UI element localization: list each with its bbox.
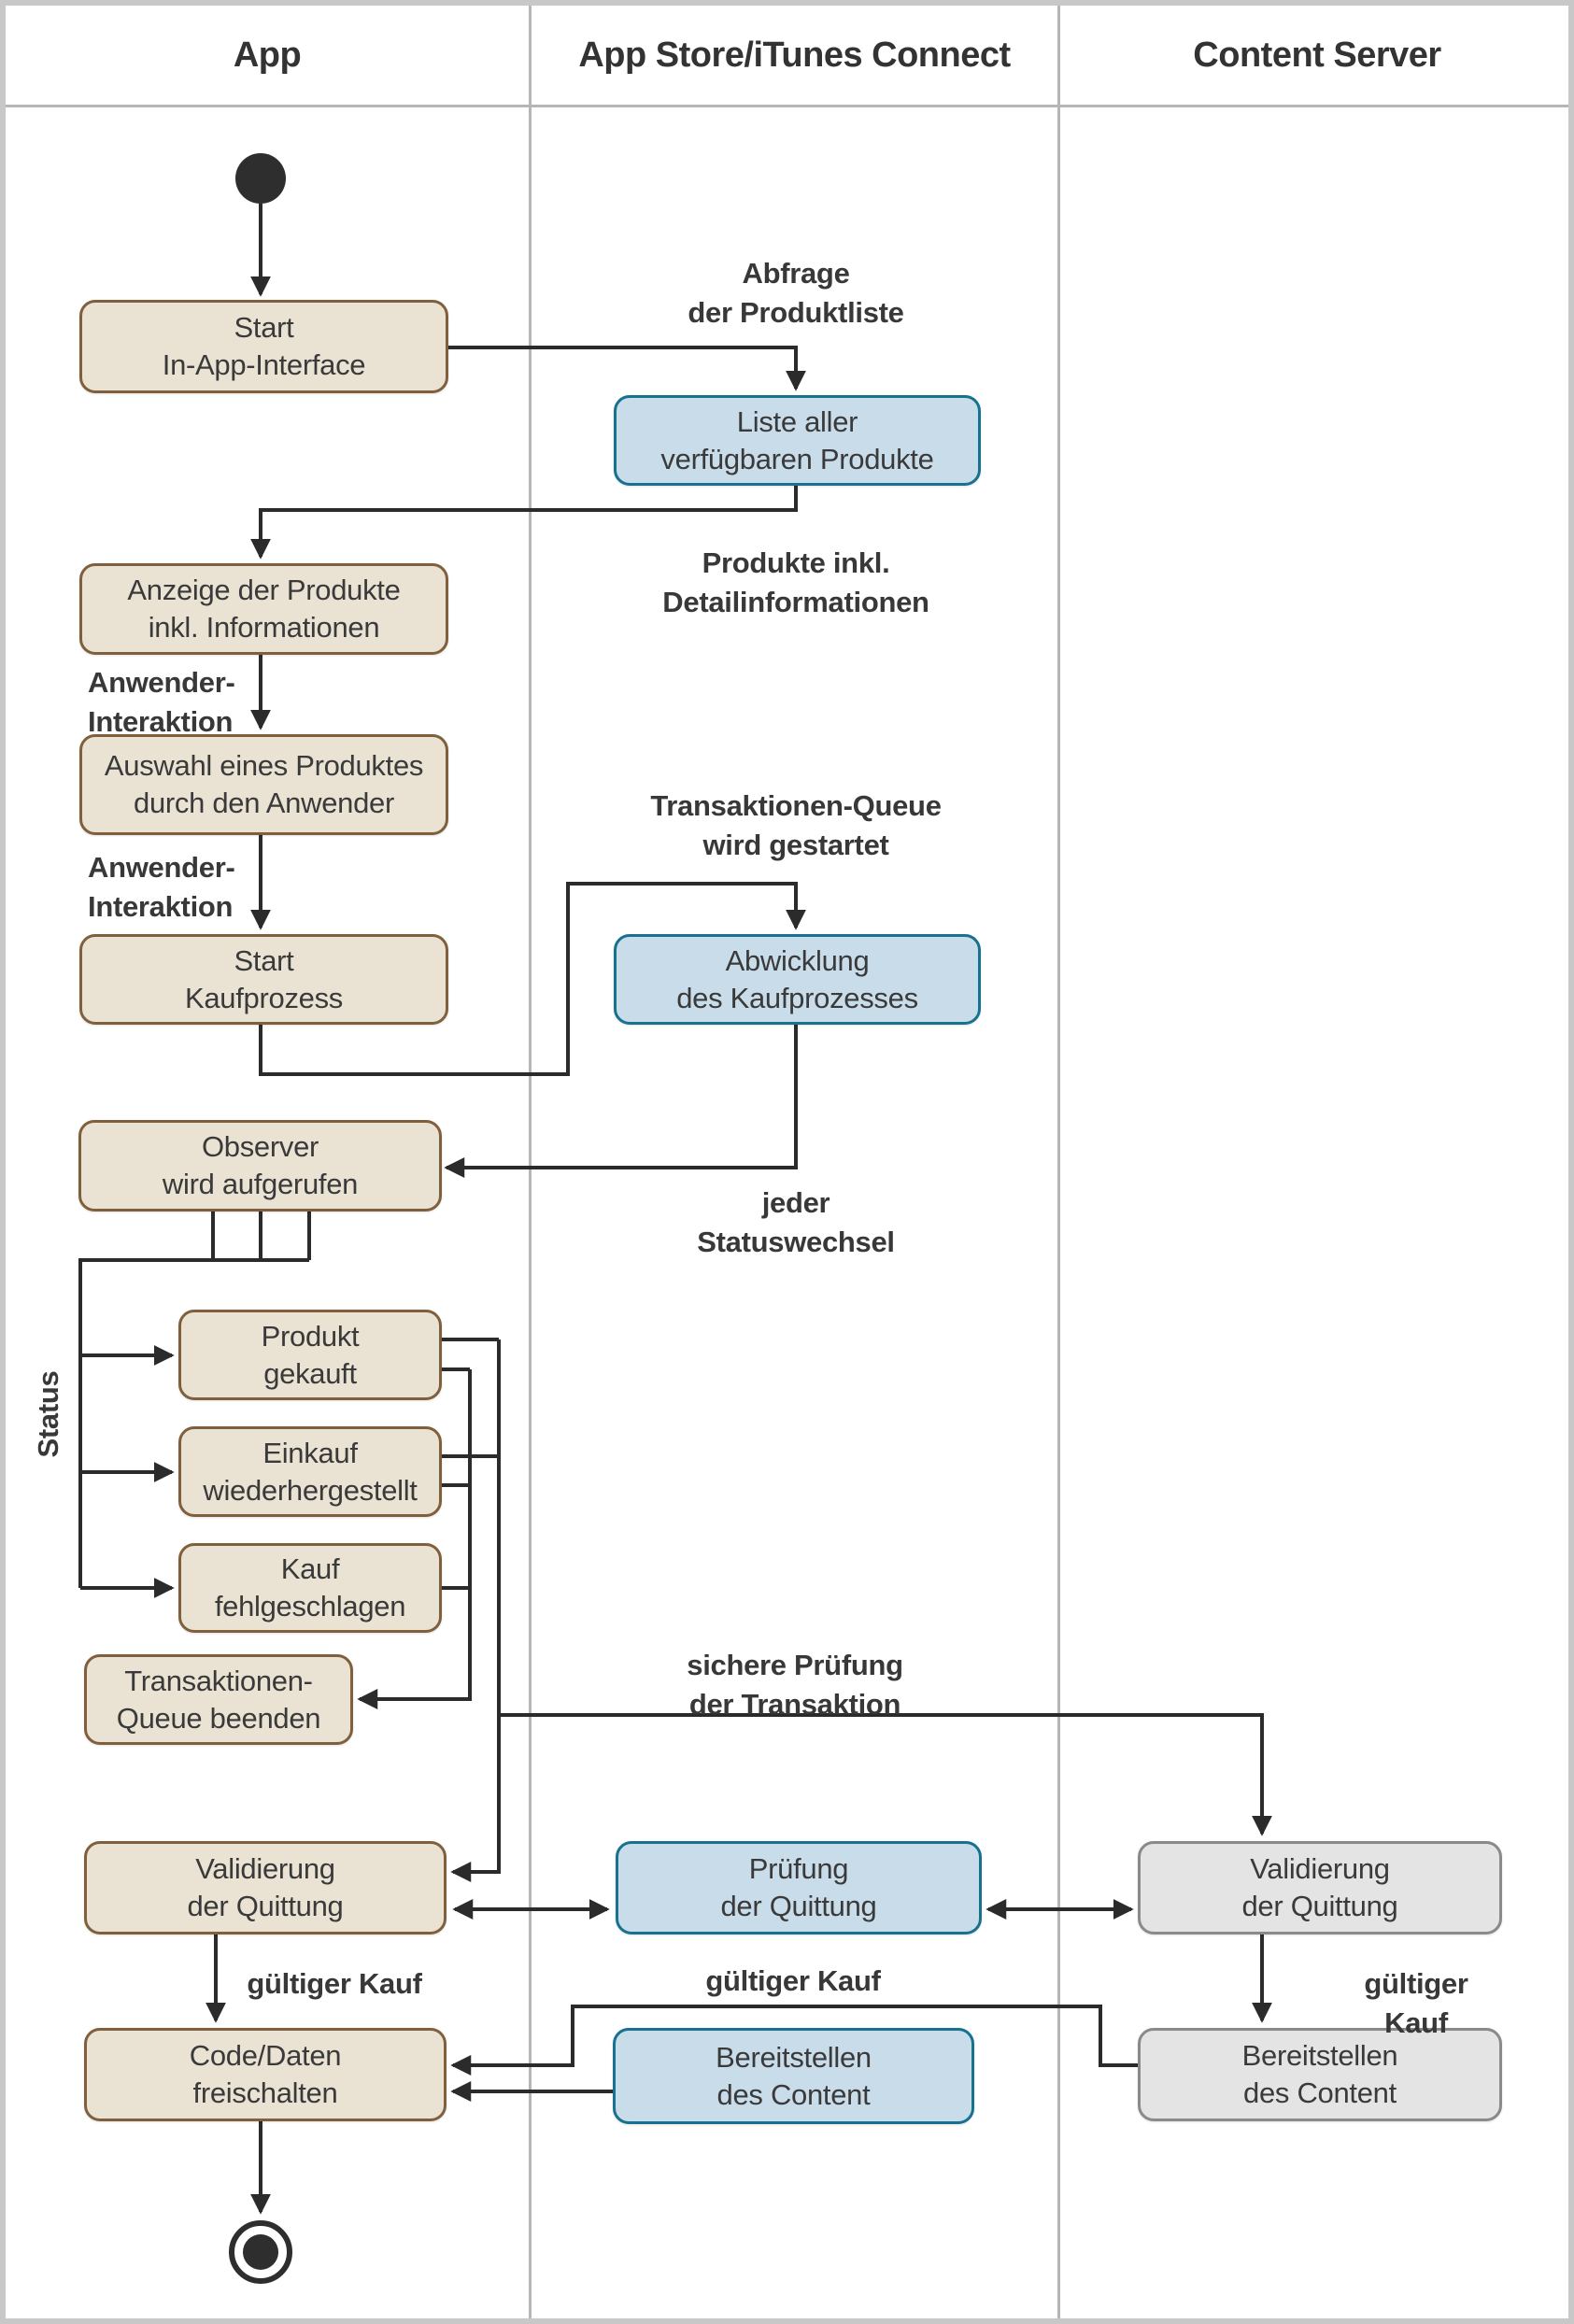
edge-abwicklung-to-observer — [444, 1025, 798, 1178]
label-sichere-pruefung: sichere Prüfung der Transaktion — [687, 1649, 903, 1721]
edge-outer-bus-to-validierung-app — [450, 1339, 501, 1882]
label-gueltiger-kauf-mitte: gültiger Kauf — [705, 1964, 881, 1997]
node-start-kaufprozess: Start Kaufprozess — [79, 934, 448, 1025]
lane-title-content-server: Content Server — [1193, 35, 1441, 75]
header-separator — [6, 105, 1568, 107]
initial-node — [235, 153, 286, 204]
node-auswahl-produkt: Auswahl eines Produktes durch den Anwend… — [79, 734, 448, 835]
node-einkauf-wiederhergestellt: Einkauf wiederhergestellt — [178, 1426, 442, 1517]
node-validierung-server: Validierung der Quittung — [1138, 1841, 1502, 1934]
edge-start-in-app-to-liste — [448, 346, 806, 391]
final-node-ring — [229, 2220, 292, 2284]
label-anwender-interaktion-2: Anwender- Interaktion — [88, 851, 235, 923]
node-pruefung-quittung: Prüfung der Quittung — [616, 1841, 982, 1934]
label-produkte-detailinfo: Produkte inkl. Detailinformationen — [662, 546, 929, 618]
label-gueltiger-kauf-links: gültiger Kauf — [247, 1967, 422, 2000]
node-anzeige-produkte: Anzeige der Produkte inkl. Informationen — [79, 563, 448, 655]
node-start-in-app-interface: Start In-App-Interface — [79, 300, 448, 393]
lane-divider-2 — [1057, 6, 1060, 2318]
label-queue-gestartet: Transaktionen-Queue wird gestartet — [650, 789, 942, 861]
edge-inner-bus-to-queue-beenden — [357, 1369, 472, 1709]
lane-title-app-store: App Store/iTunes Connect — [578, 35, 1011, 75]
node-observer: Observer wird aufgerufen — [78, 1120, 442, 1212]
node-abwicklung: Abwicklung des Kaufprozesses — [614, 934, 981, 1025]
label-status: Status — [32, 1370, 64, 1458]
final-node-core — [243, 2234, 278, 2270]
node-liste-produkte: Liste aller verfügbaren Produkte — [614, 395, 981, 486]
edge-sichere-pruefung-to-validierung-server — [499, 1713, 1272, 1836]
node-code-daten: Code/Daten freischalten — [84, 2028, 447, 2121]
node-queue-beenden: Transaktionen- Queue beenden — [84, 1654, 353, 1745]
label-anwender-interaktion-1: Anwender- Interaktion — [88, 666, 235, 738]
node-bereitstellen-server: Bereitstellen des Content — [1138, 2028, 1502, 2121]
lane-divider-1 — [529, 6, 532, 2318]
label-abfrage-produktliste: Abfrage der Produktliste — [688, 257, 904, 329]
node-bereitstellen-store: Bereitstellen des Content — [613, 2028, 974, 2124]
node-kauf-fehlgeschlagen: Kauf fehlgeschlagen — [178, 1543, 442, 1633]
label-jeder-statuswechsel: jeder Statuswechsel — [697, 1186, 895, 1258]
lane-title-app: App — [233, 35, 302, 75]
node-produkt-gekauft: Produkt gekauft — [178, 1310, 442, 1400]
node-validierung-app: Validierung der Quittung — [84, 1841, 447, 1934]
label-gueltiger-kauf-rechts: gültiger Kauf — [1364, 1967, 1468, 2039]
